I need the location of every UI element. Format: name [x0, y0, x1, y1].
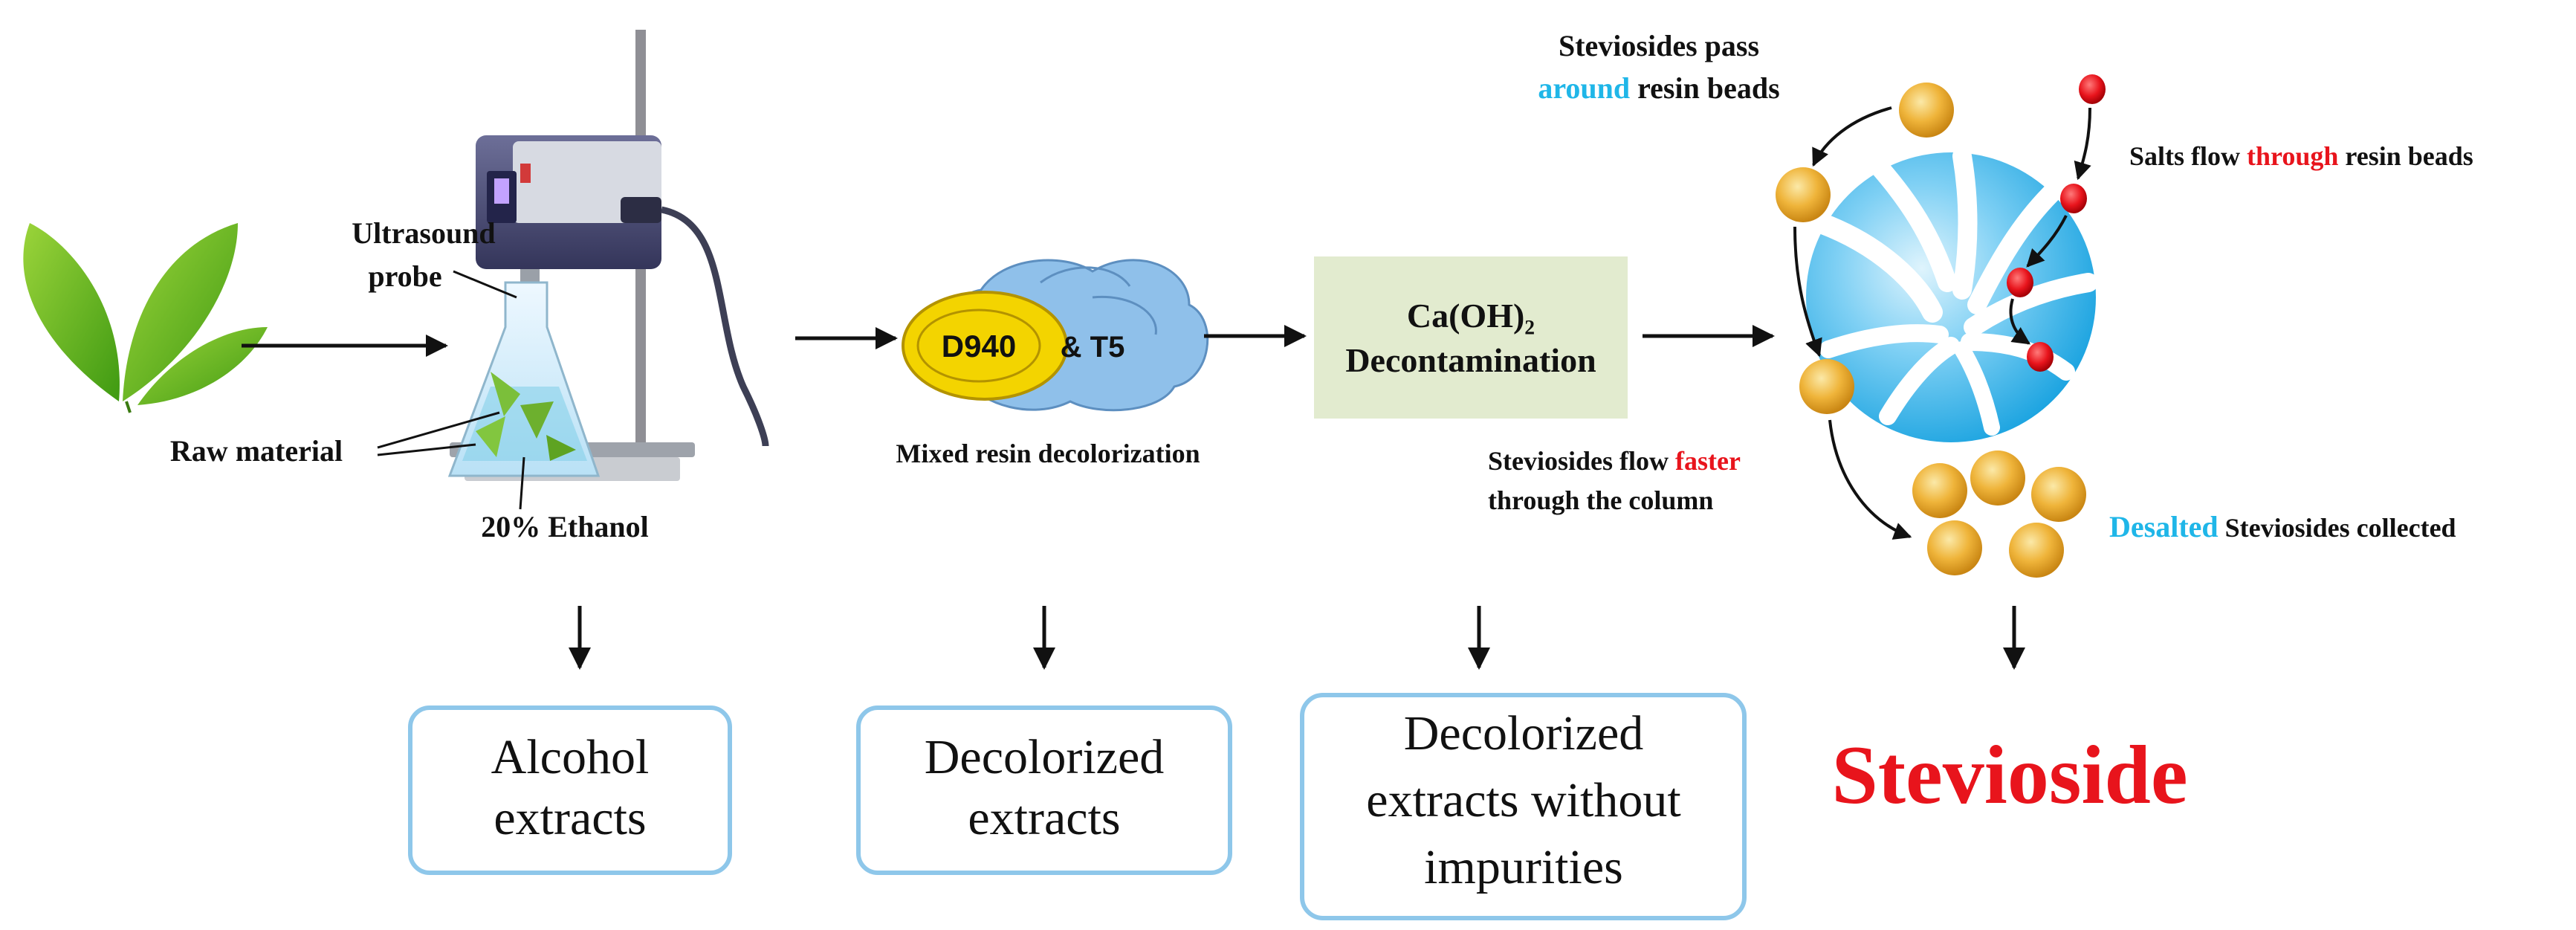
- raw-material-pointer-2: [377, 443, 476, 456]
- result-decolorized-line1: Decolorized: [925, 730, 1165, 784]
- arrow-salt-2: [2026, 215, 2068, 268]
- collected-stevioside-icon: [1927, 520, 1982, 575]
- through-word: through: [2247, 141, 2338, 171]
- probe-label-line1: Ultrasound: [352, 216, 495, 250]
- collected-words: Steviosides collected: [2219, 513, 2456, 543]
- arrow-stevioside-exit: [1828, 419, 1912, 540]
- result-box-extracts-without-impurities: [1300, 693, 1747, 920]
- arrow-salt-1: [2074, 107, 2091, 181]
- result-box-alcohol-extracts: [408, 705, 732, 875]
- result-alcohol-line1: Alcohol: [491, 730, 650, 784]
- resin-beads-word: resin beads: [1630, 71, 1780, 105]
- arrow-salt-3: [2009, 298, 2030, 345]
- salt-particle-icon: [2027, 342, 2054, 372]
- resin-bead-icon: [1806, 146, 2098, 442]
- ethanol-label: 20% Ethanol: [481, 510, 649, 543]
- steviosides-bead-icon: [1899, 83, 1954, 138]
- result-box-decolorized-extracts: [856, 705, 1232, 875]
- steviosides-faster-line1: Steviosides flow faster: [1488, 446, 1741, 476]
- resin-clouds-icon: [902, 259, 1209, 412]
- ethanol-pointer: [519, 456, 525, 510]
- result-alcohol-line2: extracts: [493, 791, 646, 845]
- steviosides-pass-line1: Steviosides pass: [1559, 29, 1759, 62]
- arrow-stevioside-around-1: [1812, 106, 1892, 167]
- salt-particle-icon: [2060, 184, 2087, 213]
- steviosides-bead-icon: [1799, 359, 1854, 414]
- resin-d940-label: D940: [942, 329, 1016, 364]
- decontamination-label: Decontamination: [1345, 341, 1596, 379]
- around-word: around: [1538, 71, 1630, 105]
- resin-t5-label: & T5: [1061, 331, 1125, 364]
- salts-flow-suffix: resin beads: [2338, 141, 2473, 171]
- mixed-resin-caption: Mixed resin decolorization: [896, 439, 1200, 468]
- steviosides-faster-line2: through the column: [1488, 485, 1713, 515]
- faster-word: faster: [1675, 446, 1741, 476]
- result-decolorized-line2: extracts: [968, 791, 1120, 845]
- collected-stevioside-icon: [2009, 523, 2064, 578]
- stevia-leaves-icon: [23, 223, 268, 413]
- collected-stevioside-icon: [1912, 463, 1967, 518]
- result-impurities-line1: Decolorized: [1404, 706, 1644, 761]
- collected-stevioside-icon: [2031, 467, 2086, 522]
- collected-stevioside-icon: [1970, 451, 2025, 506]
- desalted-word: Desalted: [2109, 510, 2219, 543]
- steviosides-bead-icon: [1776, 167, 1831, 222]
- decontamination-box: [1314, 256, 1628, 419]
- faster-prefix: Steviosides flow: [1488, 446, 1675, 476]
- steviosides-pass-line2: around resin beads: [1538, 71, 1779, 105]
- stevioside-final-label: Stevioside: [1831, 729, 2187, 821]
- salt-particle-icon: [2007, 268, 2033, 297]
- probe-pointer: [453, 270, 517, 299]
- arrow-stevioside-around-2: [1793, 226, 1822, 358]
- salts-flow-prefix: Salts flow: [2129, 141, 2247, 171]
- result-impurities-line3: impurities: [1424, 840, 1623, 894]
- caoh2-label: Ca(OH)₂: [1407, 297, 1535, 335]
- desalted-collected-label: Desalted Steviosides collected: [2109, 510, 2456, 543]
- salt-particle-icon: [2079, 74, 2106, 104]
- conical-flask-icon: [447, 281, 601, 477]
- result-impurities-line2: extracts without: [1366, 773, 1680, 827]
- salts-flow-label: Salts flow through resin beads: [2129, 141, 2473, 171]
- probe-label-line2: probe: [368, 259, 441, 293]
- raw-material-label: Raw material: [170, 434, 343, 468]
- raw-material-pointer-1: [377, 411, 500, 449]
